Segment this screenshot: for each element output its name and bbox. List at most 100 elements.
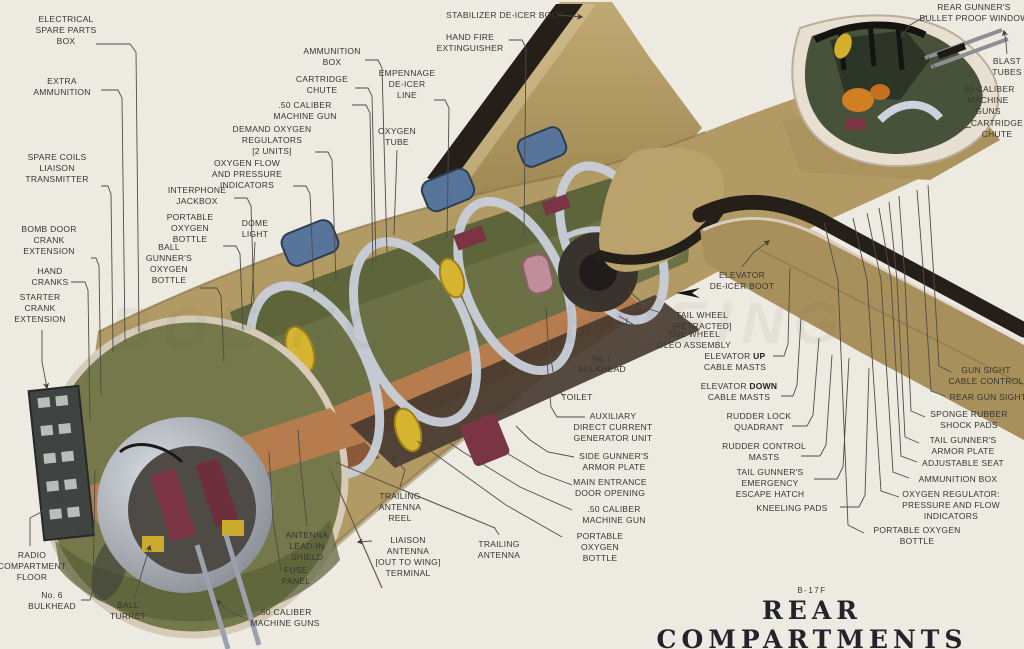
oxygen-bottle xyxy=(834,33,852,59)
leader-stabilizer-deicer-boot xyxy=(557,13,584,20)
label-rear-gun-sight: REAR GUN SIGHT xyxy=(949,392,1024,402)
leader-ammunition-box-tail xyxy=(866,212,910,479)
leader-main-entrance-door-opening xyxy=(492,442,573,486)
leader-fifty-cal-machine-gun-waist xyxy=(439,435,573,511)
leader-antenna-lead-in-shield xyxy=(297,429,308,527)
left-stabilizer xyxy=(595,147,725,272)
leader-portable-oxygen-bottle-tail xyxy=(823,221,865,534)
leader-no7-bulkhead xyxy=(618,317,628,358)
leader-sponge-rubber-shock-pads xyxy=(898,195,926,418)
leader-fifty-cal-machine-guns-ball xyxy=(216,600,248,620)
ball-turret-art xyxy=(97,417,273,649)
leader-interphone-jackbox xyxy=(234,197,255,303)
leader-cartridge-chute-tail xyxy=(908,126,972,143)
leader-hand-fire-extinguisher xyxy=(509,39,527,236)
toilet-art xyxy=(521,253,555,295)
leader-gun-sight-cable-control xyxy=(927,184,952,373)
watermark: BOEING xyxy=(110,296,399,361)
label-adjustable-seat: ADJUSTABLE SEAT xyxy=(922,458,1004,468)
leader-oxygen-tube xyxy=(393,149,398,236)
label-tail-wheel-retracted: TAIL WHEEL[RETRACTED] xyxy=(672,310,732,331)
title-block: B-17F REAR COMPARTMENTS xyxy=(657,586,968,649)
gun-mounts xyxy=(453,193,571,467)
label-ammunition-box-tail: AMMUNITION BOX xyxy=(918,474,998,484)
leader-fifty-cal-machine-gun-left xyxy=(352,104,374,269)
leader-auxiliary-dc-generator-unit xyxy=(546,361,585,418)
leader-electrical-spare-parts-box xyxy=(96,43,140,333)
gunner-seat xyxy=(877,100,944,123)
leader-oxygen-regulator-indicators xyxy=(852,217,900,498)
leader-side-gunners-armor-plate xyxy=(515,425,575,458)
leader-tail-gunners-escape-hatch xyxy=(814,357,850,480)
leader-tail-wheel-oleo-assembly xyxy=(618,315,658,335)
turret-cable xyxy=(118,443,184,464)
leader-rear-gunners-bullet-proof-window xyxy=(900,15,927,39)
leader-ball-turret xyxy=(134,544,152,598)
tail-guns xyxy=(924,28,1009,69)
label-toilet: TOILET xyxy=(561,392,593,402)
leader-fifty-cal-machine-guns-tail xyxy=(927,56,961,95)
leader-rudder-lock-quadrant xyxy=(792,337,820,427)
leader-elevator-down-cable-masts xyxy=(781,317,802,397)
watermark: BOEING xyxy=(560,291,849,356)
leader-liaison-antenna-terminal xyxy=(356,538,373,545)
leader-spare-coils-liaison-transmitter xyxy=(101,185,114,353)
leader-portable-oxygen-bottle-waist xyxy=(223,245,244,331)
elevator-deicer-boot-art xyxy=(692,194,1024,338)
leader-demand-oxygen-regulators xyxy=(315,151,337,283)
stabilizer-deicer-boot-art xyxy=(427,4,583,186)
leader-tail-gunners-armor-plate xyxy=(888,201,920,444)
trailing-antenna-wire xyxy=(334,461,496,529)
leader-starter-crank-extension xyxy=(41,330,50,390)
leader-kneeling-pads xyxy=(840,367,870,508)
leader-blast-tubes xyxy=(1001,29,1009,55)
leader-portable-oxygen-bottle-door xyxy=(416,440,563,538)
label-kneeling-pads: KNEELING PADS xyxy=(756,503,828,513)
leader-ball-gunners-oxygen-bottle xyxy=(200,287,225,363)
leader-trailing-antenna-reel xyxy=(392,456,406,488)
leader-elevator-up-cable-masts xyxy=(773,267,791,357)
leader-empennage-deicer-line xyxy=(434,99,450,239)
model-designation: B-17F xyxy=(797,586,827,595)
leader-extra-ammunition xyxy=(101,89,126,343)
leader-trailing-antenna xyxy=(493,526,500,536)
leader-rear-gun-sight xyxy=(916,189,946,397)
diagram-title: REAR COMPARTMENTS xyxy=(656,596,968,649)
leader-radio-compartment-floor xyxy=(29,501,62,546)
